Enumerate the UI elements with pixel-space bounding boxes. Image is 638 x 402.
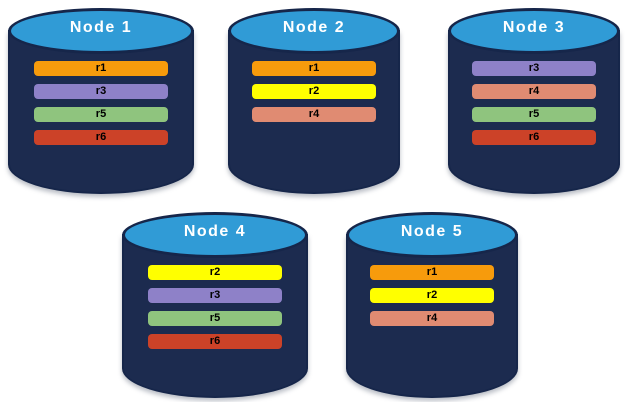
replica-list: r1 r3 r5 r6	[34, 61, 168, 153]
replica-list: r3 r4 r5 r6	[472, 61, 596, 153]
node-label: Node 5	[400, 223, 464, 240]
database-node-1: Node 1 r1 r3 r5 r6	[8, 8, 194, 194]
database-node-5: Node 5 r1 r2 r4	[346, 212, 518, 398]
cylinder-top-ellipse	[346, 212, 518, 258]
cylinder-top-ellipse	[228, 8, 400, 54]
replica-bar-r6: r6	[34, 130, 168, 145]
replica-bar-r2: r2	[252, 84, 376, 99]
database-node-4: Node 4 r2 r3 r5 r6	[122, 212, 308, 398]
replica-bar-r6: r6	[148, 334, 282, 349]
cylinder-top-ellipse	[122, 212, 308, 258]
database-node-3: Node 3 r3 r4 r5 r6	[448, 8, 620, 194]
replica-bar-r3: r3	[34, 84, 168, 99]
replica-list: r1 r2 r4	[252, 61, 376, 130]
replica-list: r2 r3 r5 r6	[148, 265, 282, 357]
replica-bar-r3: r3	[148, 288, 282, 303]
replica-bar-r4: r4	[472, 84, 596, 99]
replica-bar-r2: r2	[370, 288, 494, 303]
cylinder-top-ellipse	[8, 8, 194, 54]
node-label: Node 1	[69, 19, 133, 36]
replica-bar-r5: r5	[34, 107, 168, 122]
node-label: Node 4	[183, 223, 247, 240]
replica-bar-r1: r1	[370, 265, 494, 280]
replica-bar-r6: r6	[472, 130, 596, 145]
replica-bar-r5: r5	[472, 107, 596, 122]
database-node-2: Node 2 r1 r2 r4	[228, 8, 400, 194]
node-label: Node 2	[282, 19, 346, 36]
replica-bar-r4: r4	[370, 311, 494, 326]
replica-bar-r1: r1	[34, 61, 168, 76]
cylinder-top-ellipse	[448, 8, 620, 54]
replica-bar-r4: r4	[252, 107, 376, 122]
replica-bar-r5: r5	[148, 311, 282, 326]
replica-list: r1 r2 r4	[370, 265, 494, 334]
replica-bar-r2: r2	[148, 265, 282, 280]
node-label: Node 3	[502, 19, 566, 36]
replica-bar-r1: r1	[252, 61, 376, 76]
replica-bar-r3: r3	[472, 61, 596, 76]
